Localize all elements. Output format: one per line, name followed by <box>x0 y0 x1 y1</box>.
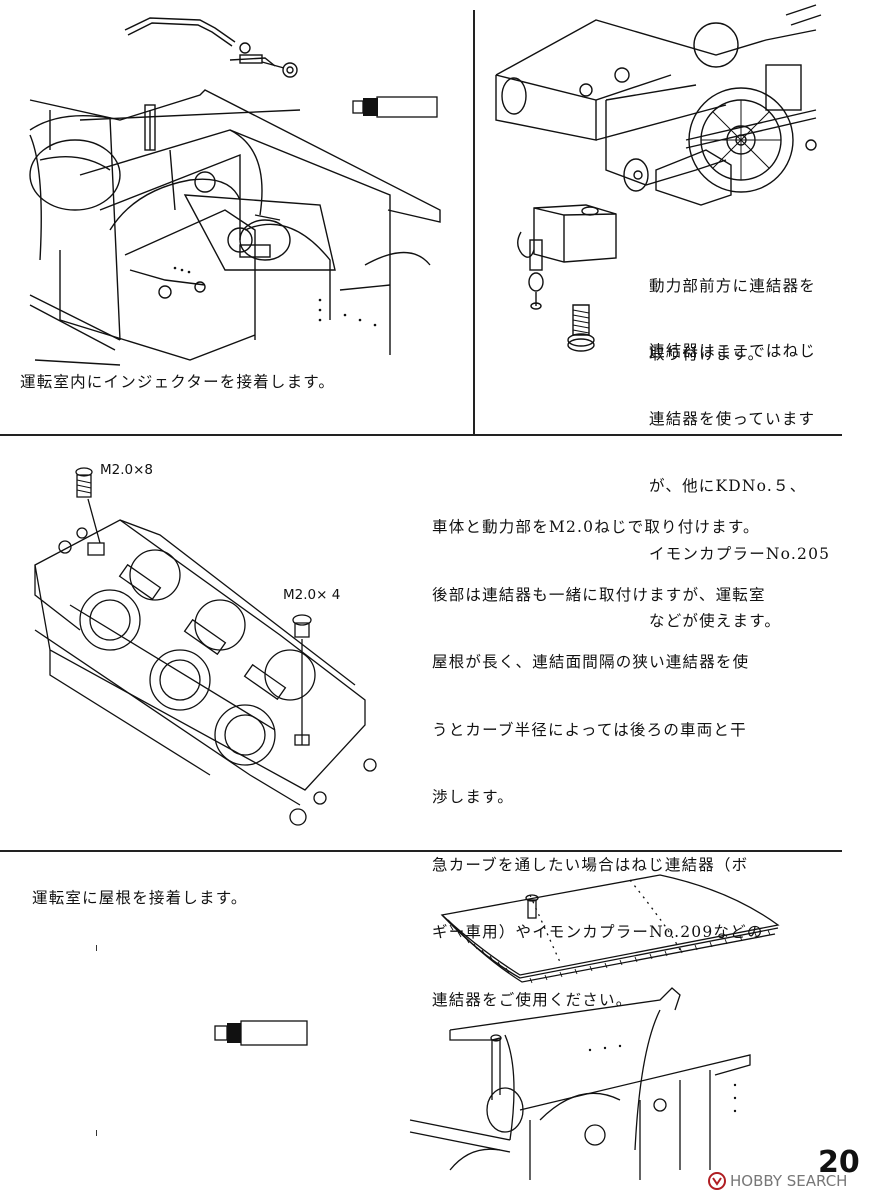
screw-label-m2x8: M2.0×8 <box>100 462 154 478</box>
glue-tube-icon <box>352 96 440 118</box>
injector-caption: 運転室内にインジェクターを接着します。 <box>20 373 336 391</box>
watermark: HOBBY SEARCH <box>730 1172 848 1190</box>
coupler-p2-line-4: イモンカプラーNo.205 <box>649 544 831 563</box>
coupler-paragraph-1: 動力部前方に連結器を 取り付けます。 <box>649 230 816 388</box>
cab-injector-illustration <box>29 17 441 366</box>
chassis-line-7: ギー車用）やイモンカプラーNo.209などの <box>432 923 764 941</box>
divider-horizontal-1 <box>0 434 842 436</box>
chassis-line-1: 車体と動力部をM2.0ねじで取り付けます。 <box>432 518 760 536</box>
chassis-paragraph: 車体と動力部をM2.0ねじで取り付けます。 後部は連結器も一緒に取付けますが、運… <box>432 471 766 1034</box>
roof-caption: 運転室に屋根を接着します。 <box>32 889 248 907</box>
stray-mark <box>96 1130 97 1136</box>
divider-vertical-top <box>473 10 475 434</box>
chassis-line-8: 連結器をご使用ください。 <box>432 990 633 1009</box>
chassis-line-4: うとカーブ半径によっては後ろの車両と干 <box>432 720 747 739</box>
hobbysearch-logo-icon <box>708 1172 726 1190</box>
roof-and-cab-illustration <box>409 874 780 1180</box>
coupler-p1-line-2: 取り付けます。 <box>649 344 765 363</box>
chassis-line-2: 後部は連結器も一緒に取付けますが、運転室 <box>432 585 766 604</box>
screw-label-m2x4: M2.0× 4 <box>283 587 341 603</box>
screw-icon <box>567 304 595 352</box>
chassis-line-3: 屋根が長く、連結面間隔の狭い連結器を使 <box>432 653 750 671</box>
coupler-p1-line-1: 動力部前方に連結器を <box>649 277 817 295</box>
coupler-p2-line-5: などが使えます。 <box>649 612 782 630</box>
chassis-line-5: 渉します。 <box>432 788 514 806</box>
page-number: 20 <box>818 1145 860 1180</box>
chassis-underside-illustration <box>34 467 377 826</box>
chassis-line-6: 急カーブを通したい場合はねじ連結器（ボ <box>432 855 749 874</box>
glue-tube-icon <box>214 1020 310 1046</box>
power-unit-front-illustration <box>495 4 822 352</box>
coupler-paragraph-2: 連結器はここではねじ 連結器を使っています が、他にKDNo.５、 イモンカプラ… <box>649 295 830 655</box>
coupler-p2-line-1: 連結器はここではねじ <box>649 342 817 360</box>
divider-horizontal-2 <box>0 850 842 852</box>
stray-mark <box>96 945 97 951</box>
coupler-p2-line-2: 連結器を使っています <box>649 409 816 428</box>
coupler-p2-line-3: が、他にKDNo.５、 <box>649 477 807 495</box>
